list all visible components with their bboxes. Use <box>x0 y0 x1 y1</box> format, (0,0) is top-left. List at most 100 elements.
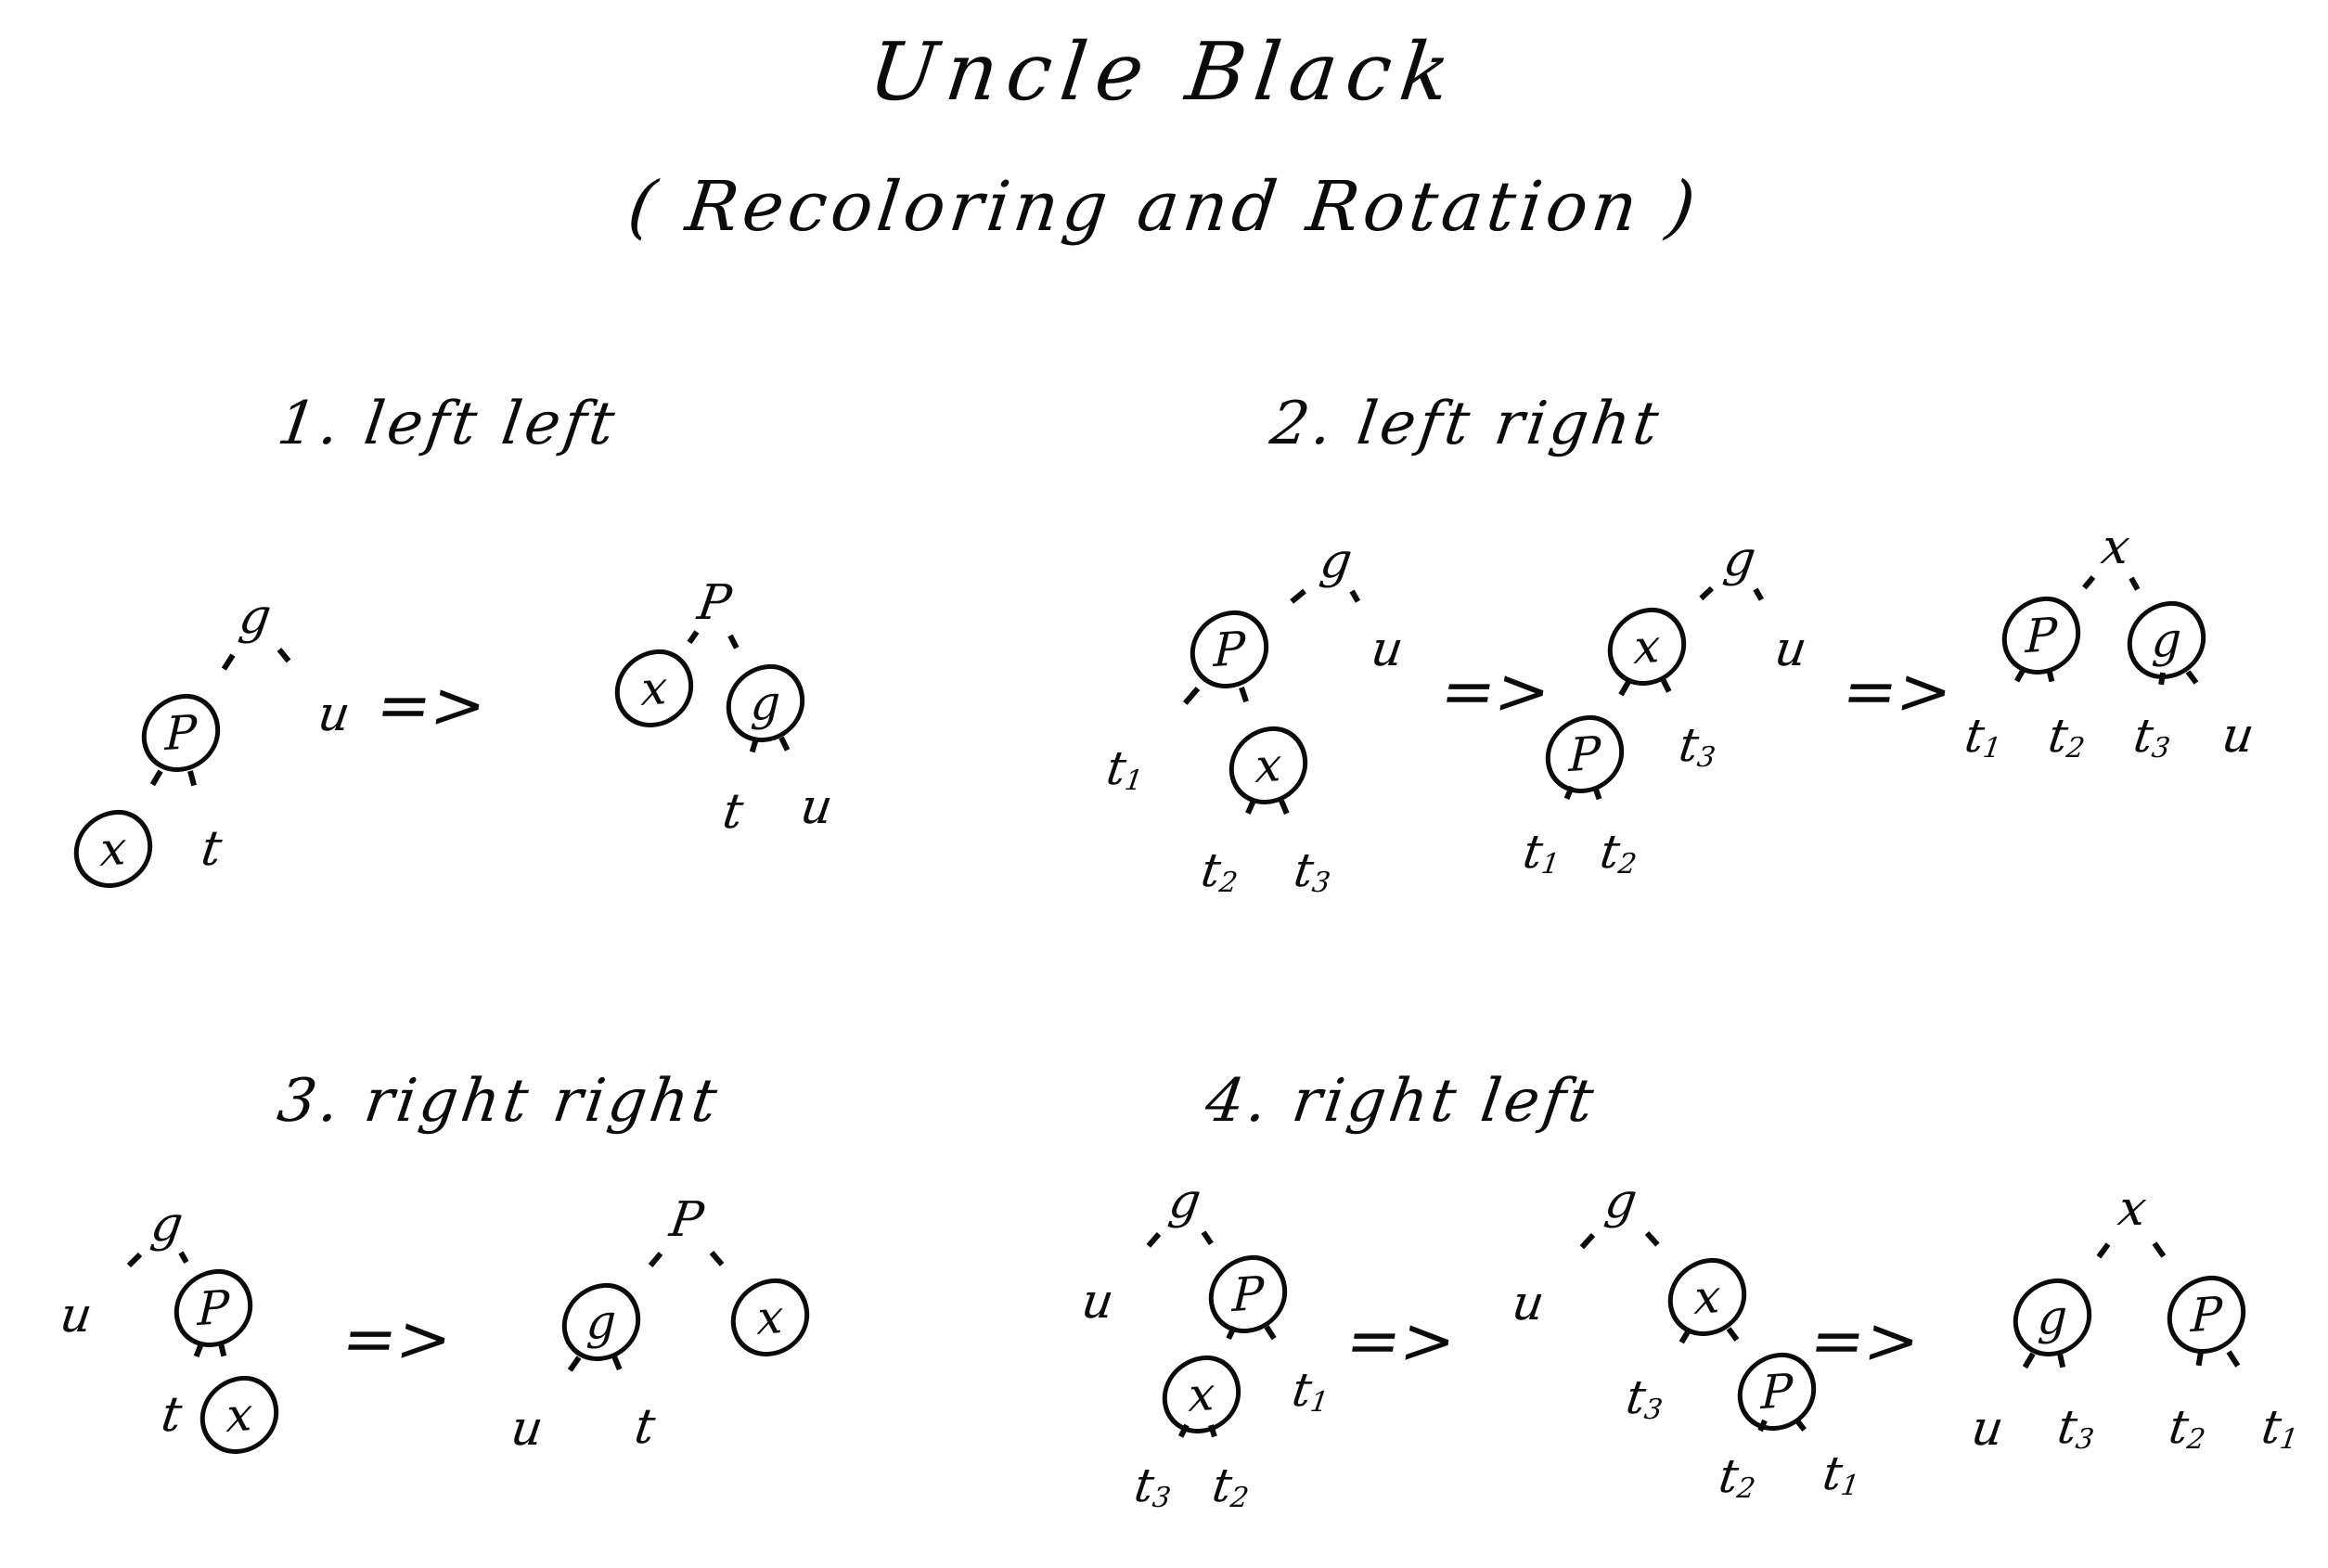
node-subscript: 3 <box>2149 732 2172 765</box>
case3-arrow: => <box>337 1301 457 1377</box>
tree-edge <box>778 736 790 752</box>
tree-node-g: g <box>1720 532 1759 587</box>
tree-node-x: x <box>1666 1255 1748 1339</box>
tree-node-x: x <box>1228 724 1309 807</box>
tree-node-u: u <box>2219 708 2257 764</box>
tree-node-t3: t3 <box>2130 709 2175 765</box>
tree-edge <box>178 1251 189 1265</box>
tree-edge <box>2152 1241 2167 1258</box>
tree-edge <box>1348 588 1360 603</box>
case-1-heading: 1. left left <box>273 390 623 458</box>
tree-node-g: g <box>725 662 806 745</box>
tree-node-p: P <box>1189 608 1270 691</box>
tree-node-t1: t1 <box>1289 1363 1333 1419</box>
tree-node-p: P <box>666 1192 707 1248</box>
node-subscript: 2 <box>2064 732 2087 765</box>
tree-node-x: x <box>2115 1181 2150 1237</box>
tree-edge <box>1698 586 1715 601</box>
tree-edge <box>687 629 699 644</box>
tree-node-p: P <box>173 1266 254 1350</box>
tree-edge <box>2096 1242 2111 1259</box>
node-subscript: 3 <box>1694 741 1717 774</box>
tree-edge <box>1146 1232 1162 1249</box>
tree-edge <box>709 1250 725 1266</box>
tree-edge <box>2185 670 2199 686</box>
tree-node-p: P <box>1207 1253 1289 1336</box>
tree-node-t: t <box>198 821 225 877</box>
tree-node-t3: t3 <box>1676 718 1720 774</box>
tree-edge <box>221 652 236 671</box>
node-subscript: 3 <box>1641 1394 1665 1426</box>
tree-node-p: P <box>1544 713 1626 796</box>
tree-node-u: u <box>508 1401 547 1457</box>
node-subscript: 2 <box>1615 848 1639 880</box>
tree-node-p: P <box>2000 594 2082 677</box>
tree-edge <box>2082 574 2096 589</box>
case-2-heading: 2. left right <box>1266 390 1666 458</box>
tree-node-g: g <box>560 1280 642 1364</box>
tree-edge <box>727 635 739 649</box>
tree-node-t: t <box>631 1399 659 1455</box>
tree-node-x: x <box>2098 520 2133 575</box>
node-subscript: 3 <box>2073 1423 2096 1456</box>
tree-edge <box>1201 1230 1215 1245</box>
tree-edge <box>1279 799 1290 815</box>
tree-node-g: g <box>2126 598 2207 682</box>
tree-node-t2: t2 <box>2045 709 2090 765</box>
node-subscript: 1 <box>1838 1470 1861 1502</box>
tree-node-u: u <box>1368 622 1407 677</box>
case4-arrow-1: => <box>1341 1303 1461 1379</box>
tree-node-u: u <box>57 1288 96 1343</box>
tree-node-t2: t2 <box>1209 1459 1254 1514</box>
tree-node-g: g <box>1165 1174 1204 1229</box>
case-4-heading: 4. right left <box>1201 1067 1601 1136</box>
tree-edge <box>1752 587 1764 602</box>
tree-edge <box>126 1253 142 1268</box>
tree-node-g: g <box>1601 1174 1640 1229</box>
case-3-heading: 3. right right <box>273 1067 725 1136</box>
node-subscript: 2 <box>2184 1423 2207 1456</box>
tree-node-g: g <box>1317 533 1356 589</box>
case2-arrow-1: => <box>1435 653 1556 729</box>
tree-node-p: P <box>2166 1273 2247 1356</box>
tree-node-t3: t3 <box>1131 1459 1176 1514</box>
tree-node-t1: t1 <box>1820 1446 1864 1502</box>
tree-node-g: g <box>2012 1276 2093 1359</box>
node-subscript: 2 <box>1228 1482 1251 1514</box>
tree-edge <box>2023 1352 2036 1369</box>
tree-edge <box>277 647 291 662</box>
tree-node-p: P <box>1736 1350 1818 1433</box>
case4-arrow-2: => <box>1805 1303 1925 1379</box>
tree-node-t1: t1 <box>1520 825 1564 880</box>
tree-edge <box>1264 1324 1278 1340</box>
tree-node-x: x <box>613 647 695 730</box>
tree-node-u: u <box>1771 622 1810 677</box>
tree-node-x: x <box>72 807 154 891</box>
node-subscript: 2 <box>1216 867 1240 899</box>
tree-node-t1: t1 <box>2258 1400 2303 1456</box>
tree-node-x: x <box>199 1373 280 1457</box>
tree-edge <box>1238 686 1249 702</box>
tree-node-t3: t3 <box>2054 1400 2099 1456</box>
tree-edge <box>1726 1326 1739 1342</box>
page-subtitle: ( Recoloring and Rotation ) <box>624 167 1704 247</box>
tree-node-t2: t2 <box>1198 843 1242 899</box>
tree-node-t: t <box>719 784 747 840</box>
tree-node-u: u <box>797 779 836 835</box>
tree-node-t2: t2 <box>2166 1400 2210 1456</box>
tree-node-x: x <box>1161 1353 1242 1436</box>
tree-node-g: g <box>236 589 275 645</box>
tree-edge <box>1289 588 1306 604</box>
node-subscript: 1 <box>1980 732 2003 765</box>
case2-arrow-2: => <box>1837 653 1958 729</box>
tree-node-p: P <box>140 691 222 775</box>
tree-edge <box>2128 576 2140 591</box>
tree-node-u: u <box>315 687 354 742</box>
tree-node-t1: t1 <box>1103 741 1148 797</box>
node-subscript: 1 <box>1538 848 1562 880</box>
